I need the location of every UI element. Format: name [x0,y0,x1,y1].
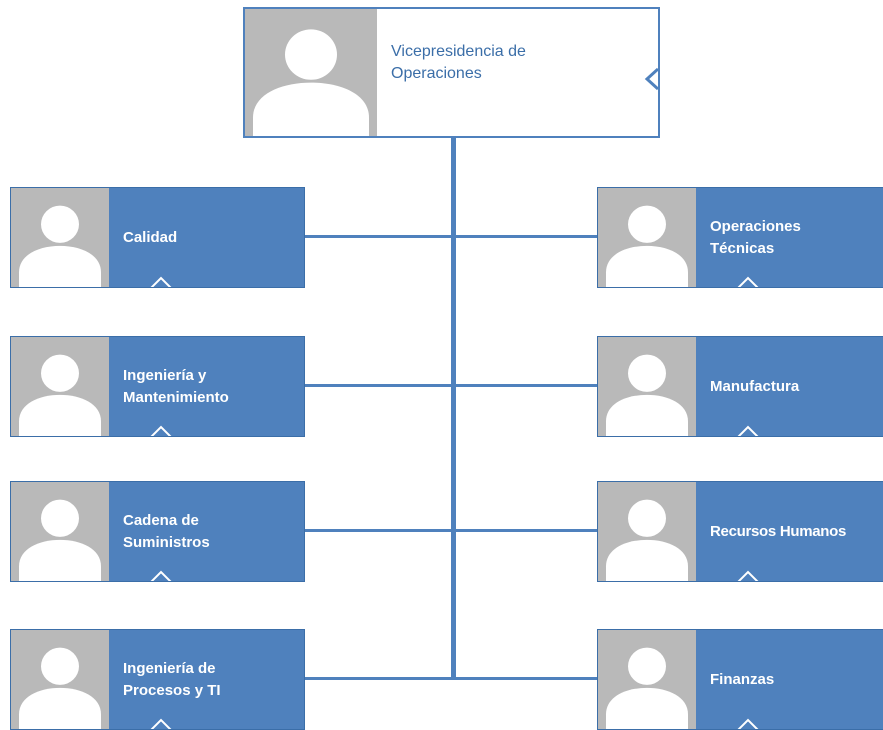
node-label: Vicepresidencia de Operaciones [391,43,526,82]
branch-connector-row-2 [304,384,598,387]
person-placeholder-icon [598,188,696,287]
expand-triangle-icon[interactable] [734,718,762,730]
person-placeholder-icon [11,188,109,287]
node-label: Ingeniería de Procesos y TI [123,659,221,699]
node-label: Finanzas [710,670,775,688]
expand-triangle-icon[interactable] [147,570,175,582]
collapse-arrow-icon[interactable] [644,67,660,91]
org-node-operaciones-tecnicas[interactable]: Operaciones Técnicas [597,187,883,288]
org-node-root[interactable]: Vicepresidencia de Operaciones [243,7,660,138]
branch-connector-row-3 [304,529,598,532]
node-label: Ingeniería y Mantenimiento [123,366,229,406]
branch-connector-row-1 [304,235,598,238]
org-node-ingenieria-mantenimiento[interactable]: Ingeniería y Mantenimiento [10,336,305,437]
node-label: Calidad [123,228,178,246]
expand-triangle-icon[interactable] [734,425,762,437]
org-node-manufactura[interactable]: Manufactura [597,336,883,437]
node-label: Cadena de Suministros [123,511,210,551]
expand-triangle-icon[interactable] [147,276,175,288]
org-node-recursos-humanos[interactable]: Recursos Humanos [597,481,883,582]
expand-triangle-icon[interactable] [147,718,175,730]
node-label: Recursos Humanos [710,522,847,540]
org-node-calidad[interactable]: Calidad [10,187,305,288]
branch-connector-row-4 [304,677,598,680]
expand-triangle-icon[interactable] [734,570,762,582]
person-placeholder-icon [245,9,377,136]
expand-triangle-icon[interactable] [734,276,762,288]
person-placeholder-icon [598,337,696,436]
expand-triangle-icon[interactable] [147,425,175,437]
person-placeholder-icon [11,482,109,581]
org-node-finanzas[interactable]: Finanzas [597,629,883,730]
org-node-ingenieria-procesos-ti[interactable]: Ingeniería de Procesos y TI [10,629,305,730]
person-placeholder-icon [598,482,696,581]
trunk-connector [451,138,456,680]
node-label: Manufactura [710,377,800,395]
person-placeholder-icon [11,630,109,729]
node-label: Operaciones Técnicas [710,217,801,257]
org-node-cadena-suministros[interactable]: Cadena de Suministros [10,481,305,582]
person-placeholder-icon [598,630,696,729]
person-placeholder-icon [11,337,109,436]
